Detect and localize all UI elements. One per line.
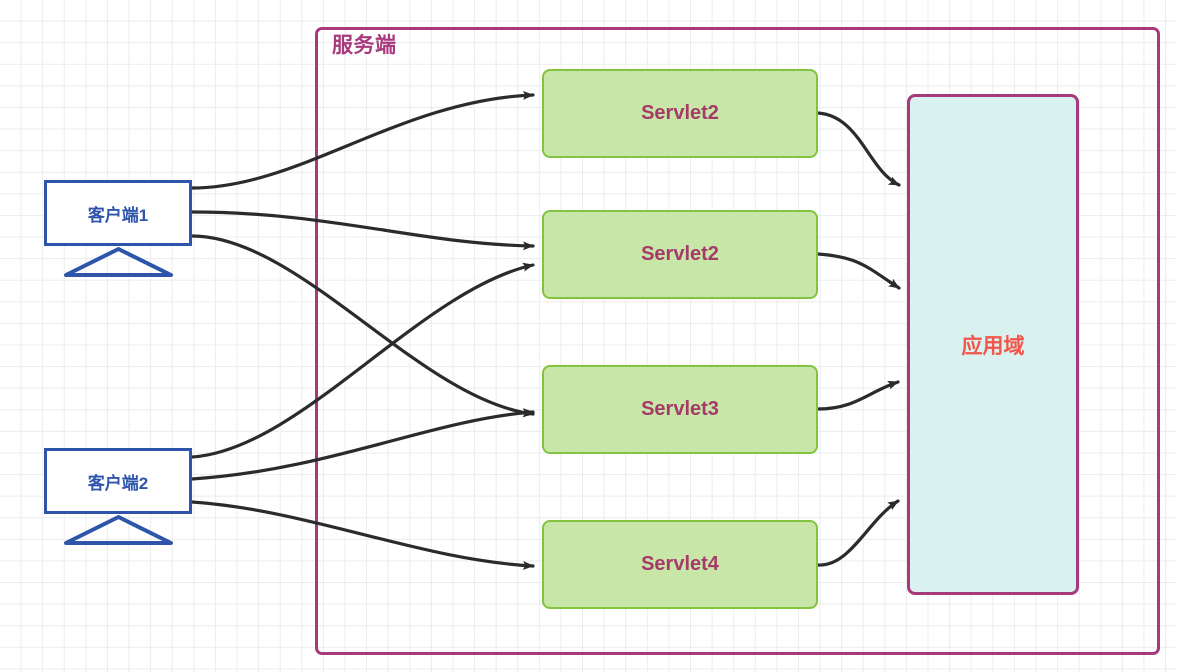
server-container-label: 服务端 [332, 34, 397, 57]
client-2-stand-icon [64, 515, 173, 545]
client-1-stand-icon [64, 247, 173, 277]
servlet-node-b[interactable]: Servlet2 [542, 210, 818, 299]
client-node-1[interactable]: 客户端1 [44, 180, 192, 246]
application-scope-label: 应用域 [961, 334, 1025, 358]
servlet-node-c-label: Servlet3 [641, 398, 719, 420]
servlet-node-b-label: Servlet2 [641, 243, 719, 265]
application-scope-node[interactable]: 应用域 [907, 94, 1079, 595]
servlet-node-a-label: Servlet2 [641, 102, 719, 124]
servlet-node-d[interactable]: Servlet4 [542, 520, 818, 609]
servlet-node-c[interactable]: Servlet3 [542, 365, 818, 454]
client-node-2[interactable]: 客户端2 [44, 448, 192, 514]
servlet-node-a[interactable]: Servlet2 [542, 69, 818, 158]
client-node-1-label: 客户端1 [87, 205, 149, 225]
servlet-node-d-label: Servlet4 [641, 553, 719, 575]
client-node-2-label: 客户端2 [87, 473, 149, 493]
